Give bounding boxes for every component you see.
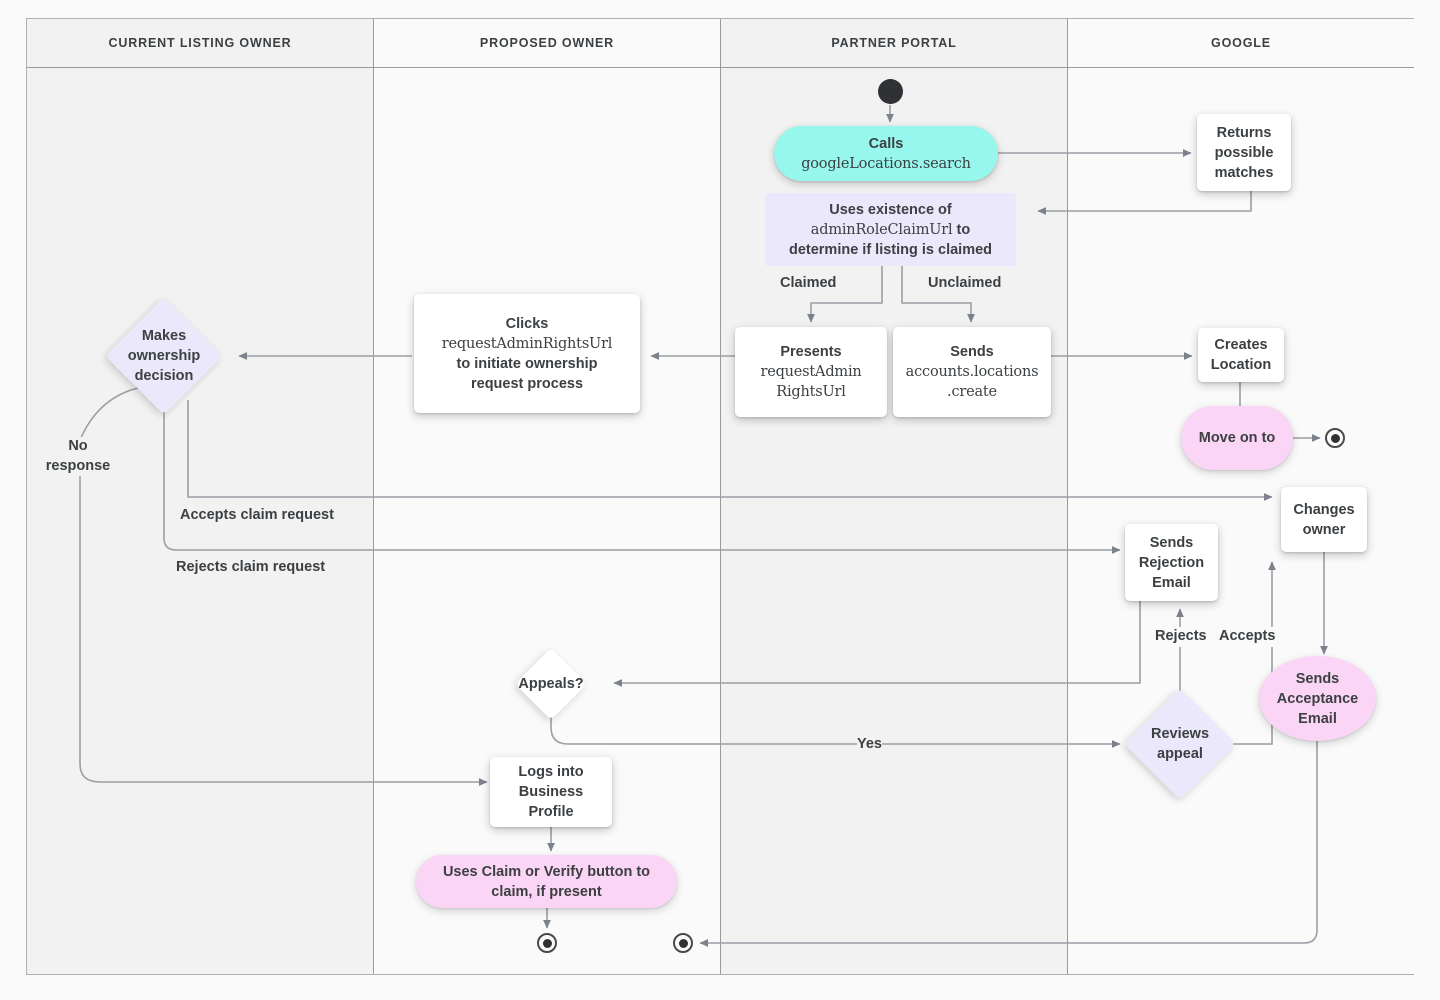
node-line-1: Sends	[950, 344, 994, 360]
node-label: Appeals?	[518, 676, 584, 692]
node-line-2-suffix: to	[952, 221, 971, 238]
node-label: Sends Rejection Email	[1138, 534, 1205, 591]
node-calls-google-locations-search[interactable]: Calls googleLocations.search	[774, 126, 998, 181]
lane-proposed-owner: PROPOSED OWNER	[374, 19, 721, 974]
node-line-2: adminRoleClaimUrl to	[803, 220, 978, 240]
node-uses-claim-or-verify-button[interactable]: Uses Claim or Verify button to claim, if…	[416, 855, 677, 908]
node-label: Reviews appeal	[1150, 726, 1210, 762]
node-line-2: googleLocations.search	[801, 155, 971, 172]
node-line-3: .create	[947, 384, 997, 400]
node-sends-accounts-locations-create[interactable]: Sends accounts.locations .create	[893, 327, 1051, 417]
node-label: Makes ownership decision	[127, 328, 201, 384]
edge-label-accepts-claim-request: Accepts claim request	[180, 506, 334, 526]
node-label: Move on to	[1198, 430, 1276, 446]
node-move-on-to[interactable]: Move on to	[1181, 406, 1293, 470]
node-line-3: determine if listing is claimed	[788, 241, 993, 258]
node-line-1: Presents	[780, 344, 842, 360]
node-returns-possible-matches[interactable]: Returns possible matches	[1197, 114, 1291, 191]
edge-label-rejects: Rejects	[1155, 627, 1207, 647]
node-label: Changes owner	[1293, 501, 1355, 538]
node-uses-existence-admin-role-claim-url[interactable]: Uses existence of adminRoleClaimUrl to d…	[765, 193, 1016, 266]
node-label: Returns possible matches	[1214, 124, 1274, 181]
lane-current-listing-owner: CURRENT LISTING OWNER	[27, 19, 374, 974]
edge-label-unclaimed: Unclaimed	[928, 274, 1002, 294]
node-line-3: RightsUrl	[776, 384, 846, 400]
node-sends-rejection-email[interactable]: Sends Rejection Email	[1125, 524, 1218, 601]
node-line-1: Calls	[868, 135, 904, 152]
node-presents-request-admin-rights-url[interactable]: Presents requestAdmin RightsUrl	[735, 327, 887, 417]
node-line-1: Clicks	[505, 315, 549, 332]
edge-label-rejects-claim-request: Rejects claim request	[176, 558, 326, 578]
end-state-google	[1325, 428, 1345, 448]
node-reviews-appeal[interactable]: Reviews appeal	[1116, 688, 1244, 800]
node-line-2: requestAdmin	[760, 364, 862, 380]
node-sends-acceptance-email[interactable]: Sends Acceptance Email	[1259, 656, 1376, 741]
lane-title: PROPOSED OWNER	[479, 36, 615, 50]
edge-label-claimed: Claimed	[780, 274, 837, 294]
node-changes-owner[interactable]: Changes owner	[1281, 487, 1367, 552]
node-creates-location[interactable]: Creates Location	[1198, 328, 1284, 382]
node-logs-into-business-profile[interactable]: Logs into Business Profile	[490, 757, 612, 827]
start-state-partner-portal	[878, 79, 903, 104]
lane-title: CURRENT LISTING OWNER	[108, 36, 292, 50]
node-line-1: Uses existence of	[829, 201, 952, 218]
end-state-proposed-owner	[537, 933, 557, 953]
node-appeals-question[interactable]: Appeals?	[495, 647, 607, 721]
lane-header-proposed-owner: PROPOSED OWNER	[374, 19, 720, 68]
lane-header-partner-portal: PARTNER PORTAL	[721, 19, 1067, 68]
edge-label-accepts: Accepts	[1219, 627, 1276, 647]
node-label: Creates Location	[1210, 337, 1272, 373]
code-admin-role-claim-url: adminRoleClaimUrl	[810, 221, 953, 238]
lane-header-current-listing-owner: CURRENT LISTING OWNER	[27, 19, 373, 68]
node-makes-ownership-decision[interactable]: Makes ownership decision	[104, 296, 224, 416]
edge-label-yes: Yes	[857, 735, 882, 755]
node-label: Logs into Business Profile	[518, 764, 584, 820]
edge-label-no-response: No response	[43, 437, 113, 477]
node-line-2: accounts.locations	[905, 364, 1039, 380]
node-line-3: to initiate ownership	[456, 355, 598, 372]
lane-title: PARTNER PORTAL	[831, 36, 957, 50]
end-state-partner-portal	[673, 933, 693, 953]
lane-title: GOOGLE	[1211, 36, 1271, 50]
node-label: Uses Claim or Verify button to claim, if…	[442, 863, 651, 900]
lane-header-google: GOOGLE	[1068, 19, 1414, 68]
node-line-2: requestAdminRightsUrl	[441, 335, 613, 352]
node-label: Sends Acceptance Email	[1276, 670, 1359, 727]
node-line-4: request process	[470, 375, 584, 392]
node-clicks-request-admin-rights-url[interactable]: Clicks requestAdminRightsUrl to initiate…	[414, 294, 640, 413]
